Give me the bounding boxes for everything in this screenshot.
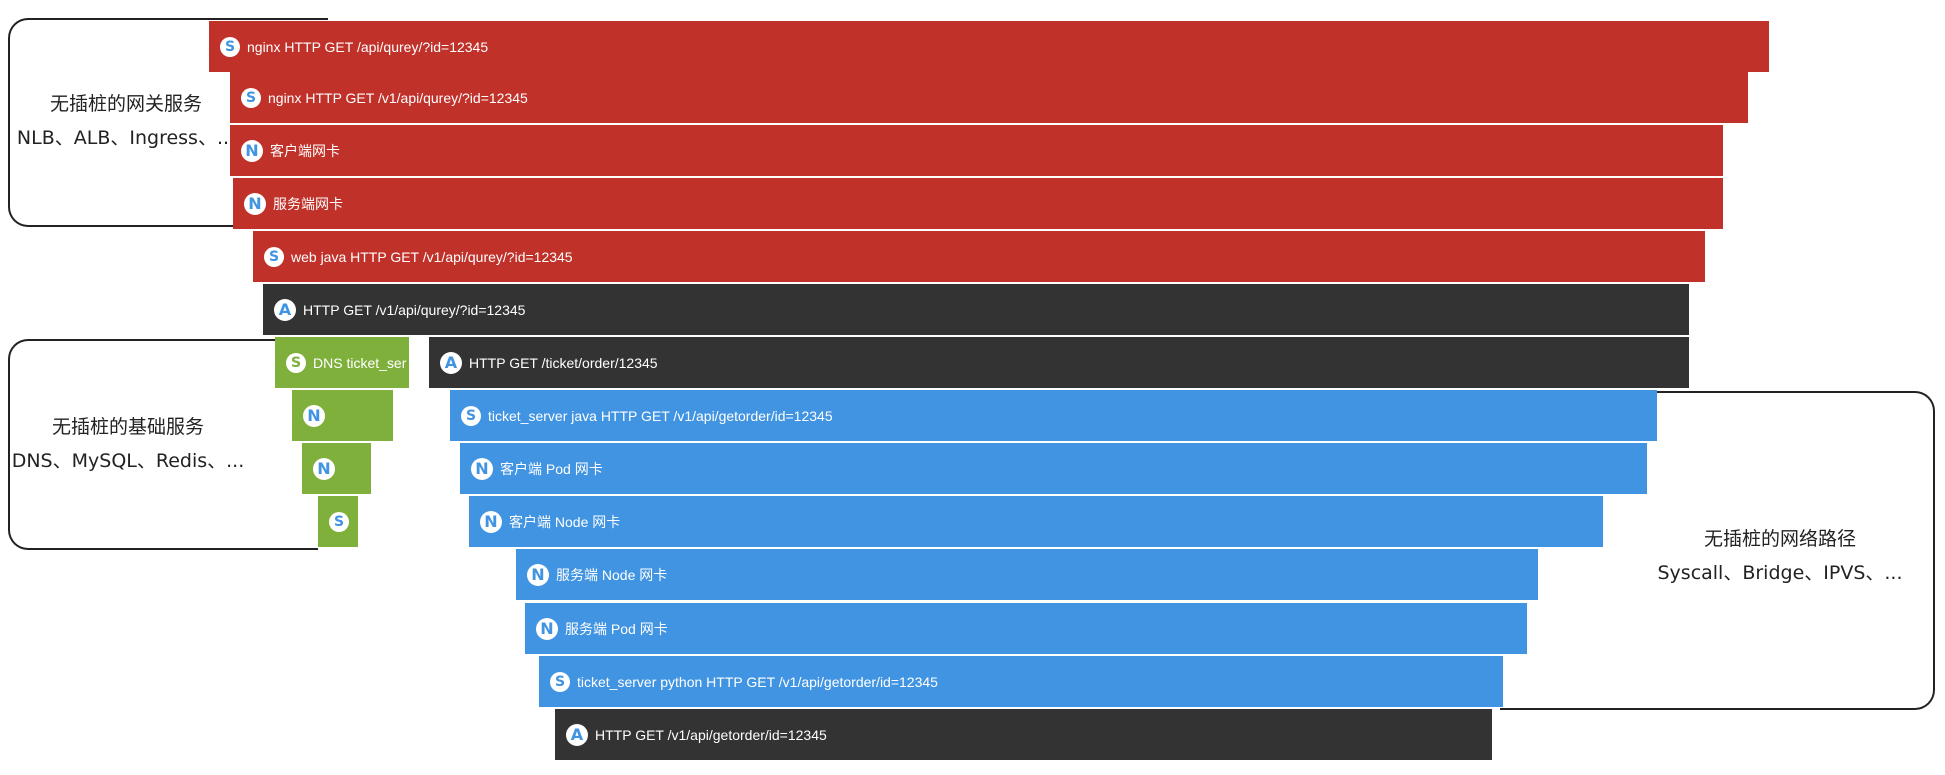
network-group-title: 无插桩的网络路径 (1703, 528, 1856, 550)
span-type-icon: S (461, 405, 481, 426)
trace-span[interactable]: S DNS ticket_ser (275, 337, 409, 388)
trace-span[interactable]: N 客户端 Node 网卡 (469, 496, 1603, 547)
span-type-icon: A (440, 351, 462, 374)
span-type-icon: A (566, 723, 588, 746)
infra-group-bracket (8, 339, 318, 550)
trace-span[interactable]: S (318, 496, 358, 547)
trace-span[interactable]: N 客户端 Pod 网卡 (460, 443, 1647, 494)
span-label: 服务端网卡 (273, 195, 343, 212)
trace-span[interactable]: N 服务端 Pod 网卡 (525, 603, 1527, 654)
span-type-icon: S (241, 87, 261, 108)
span-type-icon: N (471, 457, 493, 480)
span-type-icon: S (286, 352, 306, 373)
infra-group-label: 无插桩的基础服务 DNS、MySQL、Redis、... (8, 410, 248, 478)
span-label: 客户端网卡 (270, 142, 340, 159)
trace-span[interactable]: N (302, 443, 371, 494)
span-label: HTTP GET /v1/api/getorder/id=12345 (595, 726, 827, 743)
trace-span[interactable]: A HTTP GET /v1/api/getorder/id=12345 (555, 709, 1492, 760)
span-label: 服务端 Pod 网卡 (565, 620, 668, 637)
gateway-group-subtitle: NLB、ALB、Ingress、... (16, 127, 236, 149)
span-type-icon: S (550, 671, 570, 692)
span-type-icon: N (241, 139, 263, 162)
span-label: 客户端 Pod 网卡 (500, 460, 603, 477)
trace-span[interactable]: N 服务端 Node 网卡 (516, 549, 1538, 600)
trace-span[interactable]: N 服务端网卡 (233, 178, 1723, 229)
infra-group-subtitle: DNS、MySQL、Redis、... (11, 450, 245, 472)
span-label: ticket_server python HTTP GET /v1/api/ge… (577, 673, 938, 690)
gateway-group-bracket (8, 18, 328, 227)
span-type-icon: N (313, 457, 335, 480)
span-label: 服务端 Node 网卡 (556, 566, 668, 583)
network-group-bracket (1500, 391, 1935, 710)
span-type-icon: N (536, 617, 558, 640)
span-label: DNS ticket_ser (313, 354, 407, 371)
trace-span[interactable]: A HTTP GET /ticket/order/12345 (429, 337, 1689, 388)
trace-span[interactable]: A HTTP GET /v1/api/qurey/?id=12345 (263, 284, 1689, 335)
span-type-icon: S (329, 511, 349, 532)
infra-group-title: 无插桩的基础服务 (51, 416, 204, 438)
trace-span[interactable]: N 客户端网卡 (230, 125, 1723, 176)
span-label: ticket_server java HTTP GET /v1/api/geto… (488, 407, 833, 424)
span-type-icon: S (264, 246, 284, 267)
span-type-icon: N (303, 404, 325, 427)
span-type-icon: S (220, 36, 240, 57)
span-label: web java HTTP GET /v1/api/qurey/?id=1234… (291, 248, 573, 265)
span-type-icon: N (527, 563, 549, 586)
trace-span[interactable]: N (292, 390, 393, 441)
network-group-label: 无插桩的网络路径 Syscall、Bridge、IPVS、... (1640, 522, 1920, 590)
span-label: nginx HTTP GET /v1/api/qurey/?id=12345 (268, 89, 528, 106)
network-group-subtitle: Syscall、Bridge、IPVS、... (1657, 562, 1903, 584)
span-type-icon: A (274, 298, 296, 321)
span-label: HTTP GET /v1/api/qurey/?id=12345 (303, 301, 526, 318)
span-type-icon: N (244, 192, 266, 215)
span-label: nginx HTTP GET /api/qurey/?id=12345 (247, 38, 489, 55)
span-label: HTTP GET /ticket/order/12345 (469, 354, 658, 371)
gateway-group-title: 无插桩的网关服务 (49, 93, 202, 115)
gateway-group-label: 无插桩的网关服务 NLB、ALB、Ingress、... (8, 87, 244, 155)
span-type-icon: N (480, 510, 502, 533)
span-label: 客户端 Node 网卡 (509, 513, 621, 530)
